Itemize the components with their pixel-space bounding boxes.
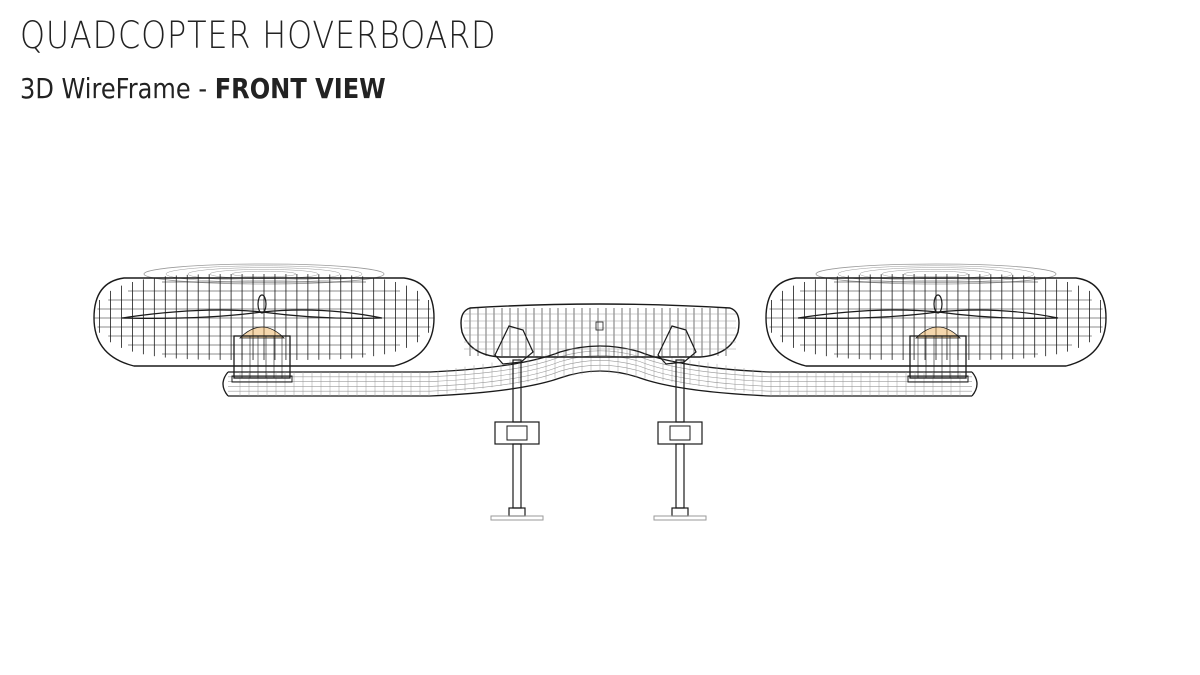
subtitle-prefix: 3D WireFrame -: [20, 72, 215, 105]
duct-outline: [765, 277, 1107, 367]
leg-upper-strut: [675, 359, 685, 423]
motor-dome: [239, 326, 285, 339]
motor-housing: [909, 335, 967, 379]
leg-foot-mount: [671, 507, 689, 517]
leg-lower-strut: [512, 443, 522, 509]
right-leg: [653, 325, 707, 521]
leg-knuckle-core: [669, 425, 691, 441]
leg-foot-pad: [490, 515, 544, 521]
arm-right-cap: [971, 371, 978, 397]
center-deck: [460, 303, 740, 358]
leg-bracket: [494, 325, 534, 365]
rotors-and-motors: [121, 294, 1059, 383]
leg-foot-pad: [653, 515, 707, 521]
motor-base: [231, 375, 293, 383]
motor-dome: [915, 326, 961, 339]
left-duct: [93, 263, 435, 367]
arm-bottom-edge: [228, 370, 972, 397]
motor-base: [907, 375, 969, 383]
rotor-blade-left: [797, 309, 939, 319]
rotor-ducts: [93, 263, 1107, 367]
leg-knuckle: [494, 421, 540, 445]
arm-left-cap: [222, 371, 229, 397]
leg-foot-mount: [508, 507, 526, 517]
duct-outline: [93, 277, 435, 367]
deck-outline: [460, 303, 740, 358]
rotor-blade-right: [937, 309, 1059, 319]
leg-upper-strut: [512, 359, 522, 423]
left-leg: [490, 325, 544, 521]
leg-knuckle: [657, 421, 703, 445]
right-duct: [765, 263, 1107, 367]
rotor-blade-right: [261, 309, 383, 319]
landing-legs: [490, 325, 707, 521]
left-rotor: [121, 294, 383, 383]
leg-bracket: [657, 325, 697, 365]
subtitle-view: FRONT VIEW: [214, 72, 386, 105]
cross-arm: [222, 345, 978, 397]
deck-port: [595, 321, 604, 331]
page-title: QUADCOPTER HOVERBOARD: [20, 14, 497, 57]
right-rotor: [797, 294, 1059, 383]
page-subtitle: 3D WireFrame - FRONT VIEW: [20, 72, 386, 105]
motor-housing: [233, 335, 291, 379]
leg-lower-strut: [675, 443, 685, 509]
rotor-hub: [257, 294, 267, 314]
rotor-hub: [933, 294, 943, 314]
leg-knuckle-core: [506, 425, 528, 441]
